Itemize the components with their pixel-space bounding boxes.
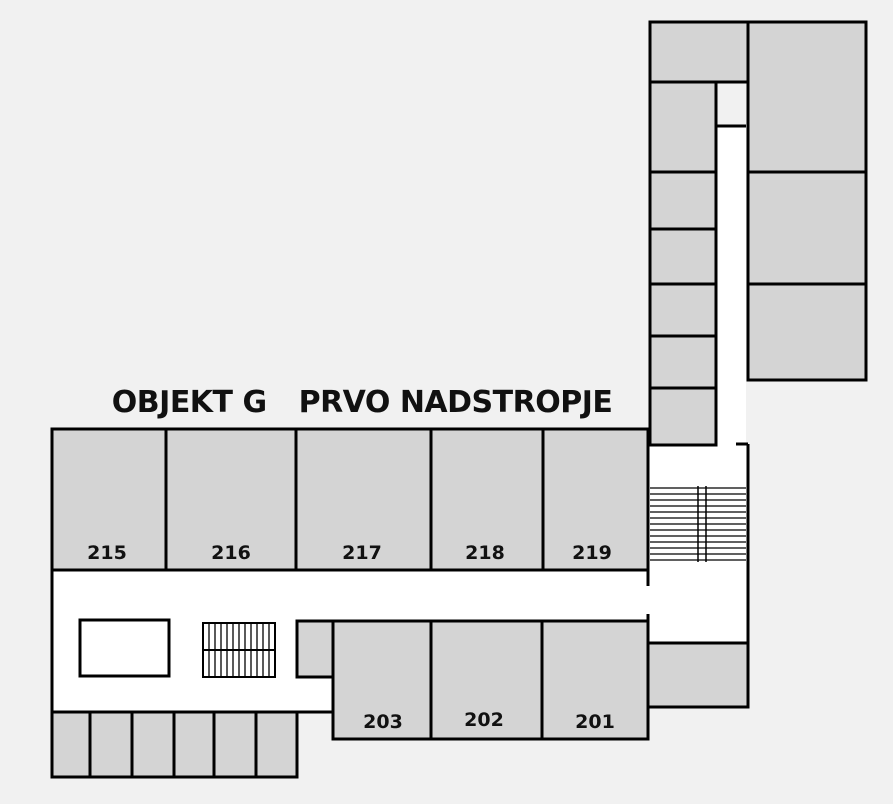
room-201[interactable] — [540, 619, 650, 741]
wing-room-right-3[interactable] — [746, 282, 868, 382]
small-room-1[interactable] — [50, 710, 92, 779]
room-label-202: 202 — [464, 709, 504, 731]
small-storage[interactable] — [295, 619, 335, 679]
small-room-2[interactable] — [88, 710, 134, 779]
wing-room-left-1[interactable] — [648, 80, 718, 174]
room-217[interactable] — [294, 427, 433, 572]
wing-room-left-3[interactable] — [648, 227, 718, 286]
wing-room-right-2[interactable] — [746, 170, 868, 286]
staircase-left — [202, 622, 276, 678]
room-label-218: 218 — [465, 542, 505, 564]
wing-room-top-left[interactable] — [648, 20, 750, 84]
small-room-6[interactable] — [254, 710, 299, 779]
right-wing-rooms — [648, 20, 868, 447]
wing-room-left-6[interactable] — [648, 386, 718, 447]
plan-title: OBJEKT G PRVO NADSTROPJE — [72, 350, 613, 455]
staircase-right — [650, 486, 746, 562]
room-label-201: 201 — [575, 711, 615, 733]
elevator-shaft — [78, 618, 171, 678]
room-219[interactable] — [541, 427, 650, 572]
wing-room-left-4[interactable] — [648, 282, 718, 338]
room-label-217: 217 — [342, 542, 382, 564]
lower-rooms — [295, 619, 750, 741]
upper-rooms — [50, 427, 650, 572]
room-label-219: 219 — [572, 542, 612, 564]
room-label-216: 216 — [211, 542, 251, 564]
room-labels: 215 216 217 218 219 203 202 201 — [87, 542, 615, 733]
building-name: OBJEKT G — [111, 385, 267, 420]
small-room-3[interactable] — [130, 710, 176, 779]
room-label-203: 203 — [363, 711, 403, 733]
stair-side-room[interactable] — [646, 641, 750, 709]
bottom-left-rooms — [50, 710, 299, 779]
small-room-4[interactable] — [172, 710, 216, 779]
wing-room-left-2[interactable] — [648, 170, 718, 231]
small-room-5[interactable] — [212, 710, 258, 779]
room-label-215: 215 — [87, 542, 127, 564]
wing-room-right-1[interactable] — [746, 20, 868, 174]
room-218[interactable] — [429, 427, 545, 572]
walls — [50, 442, 750, 779]
floor-name: PRVO NADSTROPJE — [298, 385, 613, 420]
wing-room-left-5[interactable] — [648, 334, 718, 390]
room-203[interactable] — [331, 619, 433, 741]
